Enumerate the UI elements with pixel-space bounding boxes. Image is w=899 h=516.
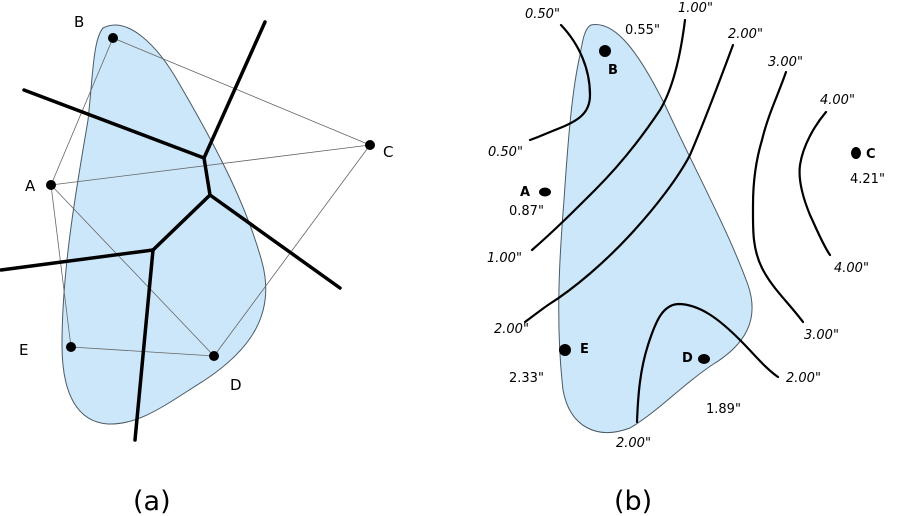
contour-label-100-top: 1.00" — [678, 1, 713, 16]
contour-400 — [798, 110, 832, 257]
station-c — [851, 147, 861, 159]
contour-lines — [523, 18, 832, 424]
contour-200-loop — [635, 302, 780, 424]
contour-label-200-top: 2.00" — [728, 27, 763, 42]
point-label-a: A — [25, 177, 36, 195]
point-label-b: B — [74, 13, 84, 31]
contour-label-300-top: 3.00" — [768, 55, 803, 70]
caption-b: (b) — [614, 486, 652, 516]
contour-label-200-bottom: 2.00" — [616, 436, 651, 451]
station-label-b: B — [608, 63, 618, 78]
panel-b: B A C E D 0.55" 0.87" 4.21" 2.33" 1.89" … — [487, 1, 885, 516]
contour-label-300-bottom: 3.00" — [804, 328, 839, 343]
point-label-e: E — [19, 341, 28, 359]
station-label-c: C — [866, 147, 876, 162]
station-label-e: E — [580, 342, 589, 357]
station-value-d: 1.89" — [706, 402, 741, 417]
contour-label-200-right: 2.00" — [786, 371, 821, 386]
point-d — [209, 351, 219, 361]
point-c — [365, 140, 375, 150]
point-e — [66, 342, 76, 352]
station-d — [698, 354, 710, 364]
triangulation-lines — [50, 37, 371, 357]
contour-label-050-top: 0.50" — [525, 7, 560, 22]
station-value-b: 0.55" — [625, 23, 660, 38]
contour-100 — [530, 18, 687, 252]
station-value-a: 0.87" — [509, 204, 544, 219]
station-b — [599, 45, 611, 57]
panel-a: B C A E D (a) — [0, 13, 393, 516]
watershed-shape-b — [558, 24, 753, 433]
contour-200-main — [523, 43, 735, 324]
station-label-a: A — [520, 185, 530, 200]
voronoi-lines — [0, 20, 342, 442]
contour-300 — [751, 70, 805, 324]
point-a — [46, 180, 56, 190]
station-e — [559, 344, 571, 356]
contour-label-400-top: 4.00" — [820, 93, 855, 108]
contour-050 — [528, 23, 592, 142]
station-label-d: D — [682, 351, 693, 366]
contour-label-200-left: 2.00" — [494, 322, 529, 337]
station-value-c: 4.21" — [850, 172, 885, 187]
contour-label-050-bottom: 0.50" — [488, 145, 523, 160]
station-value-e: 2.33" — [509, 371, 544, 386]
point-b — [108, 33, 118, 43]
point-label-d: D — [230, 376, 242, 394]
contour-label-400-bottom: 4.00" — [834, 261, 869, 276]
station-a — [539, 187, 551, 197]
caption-a: (a) — [133, 486, 171, 516]
point-label-c: C — [383, 143, 393, 161]
contour-label-100-bottom: 1.00" — [487, 251, 522, 266]
